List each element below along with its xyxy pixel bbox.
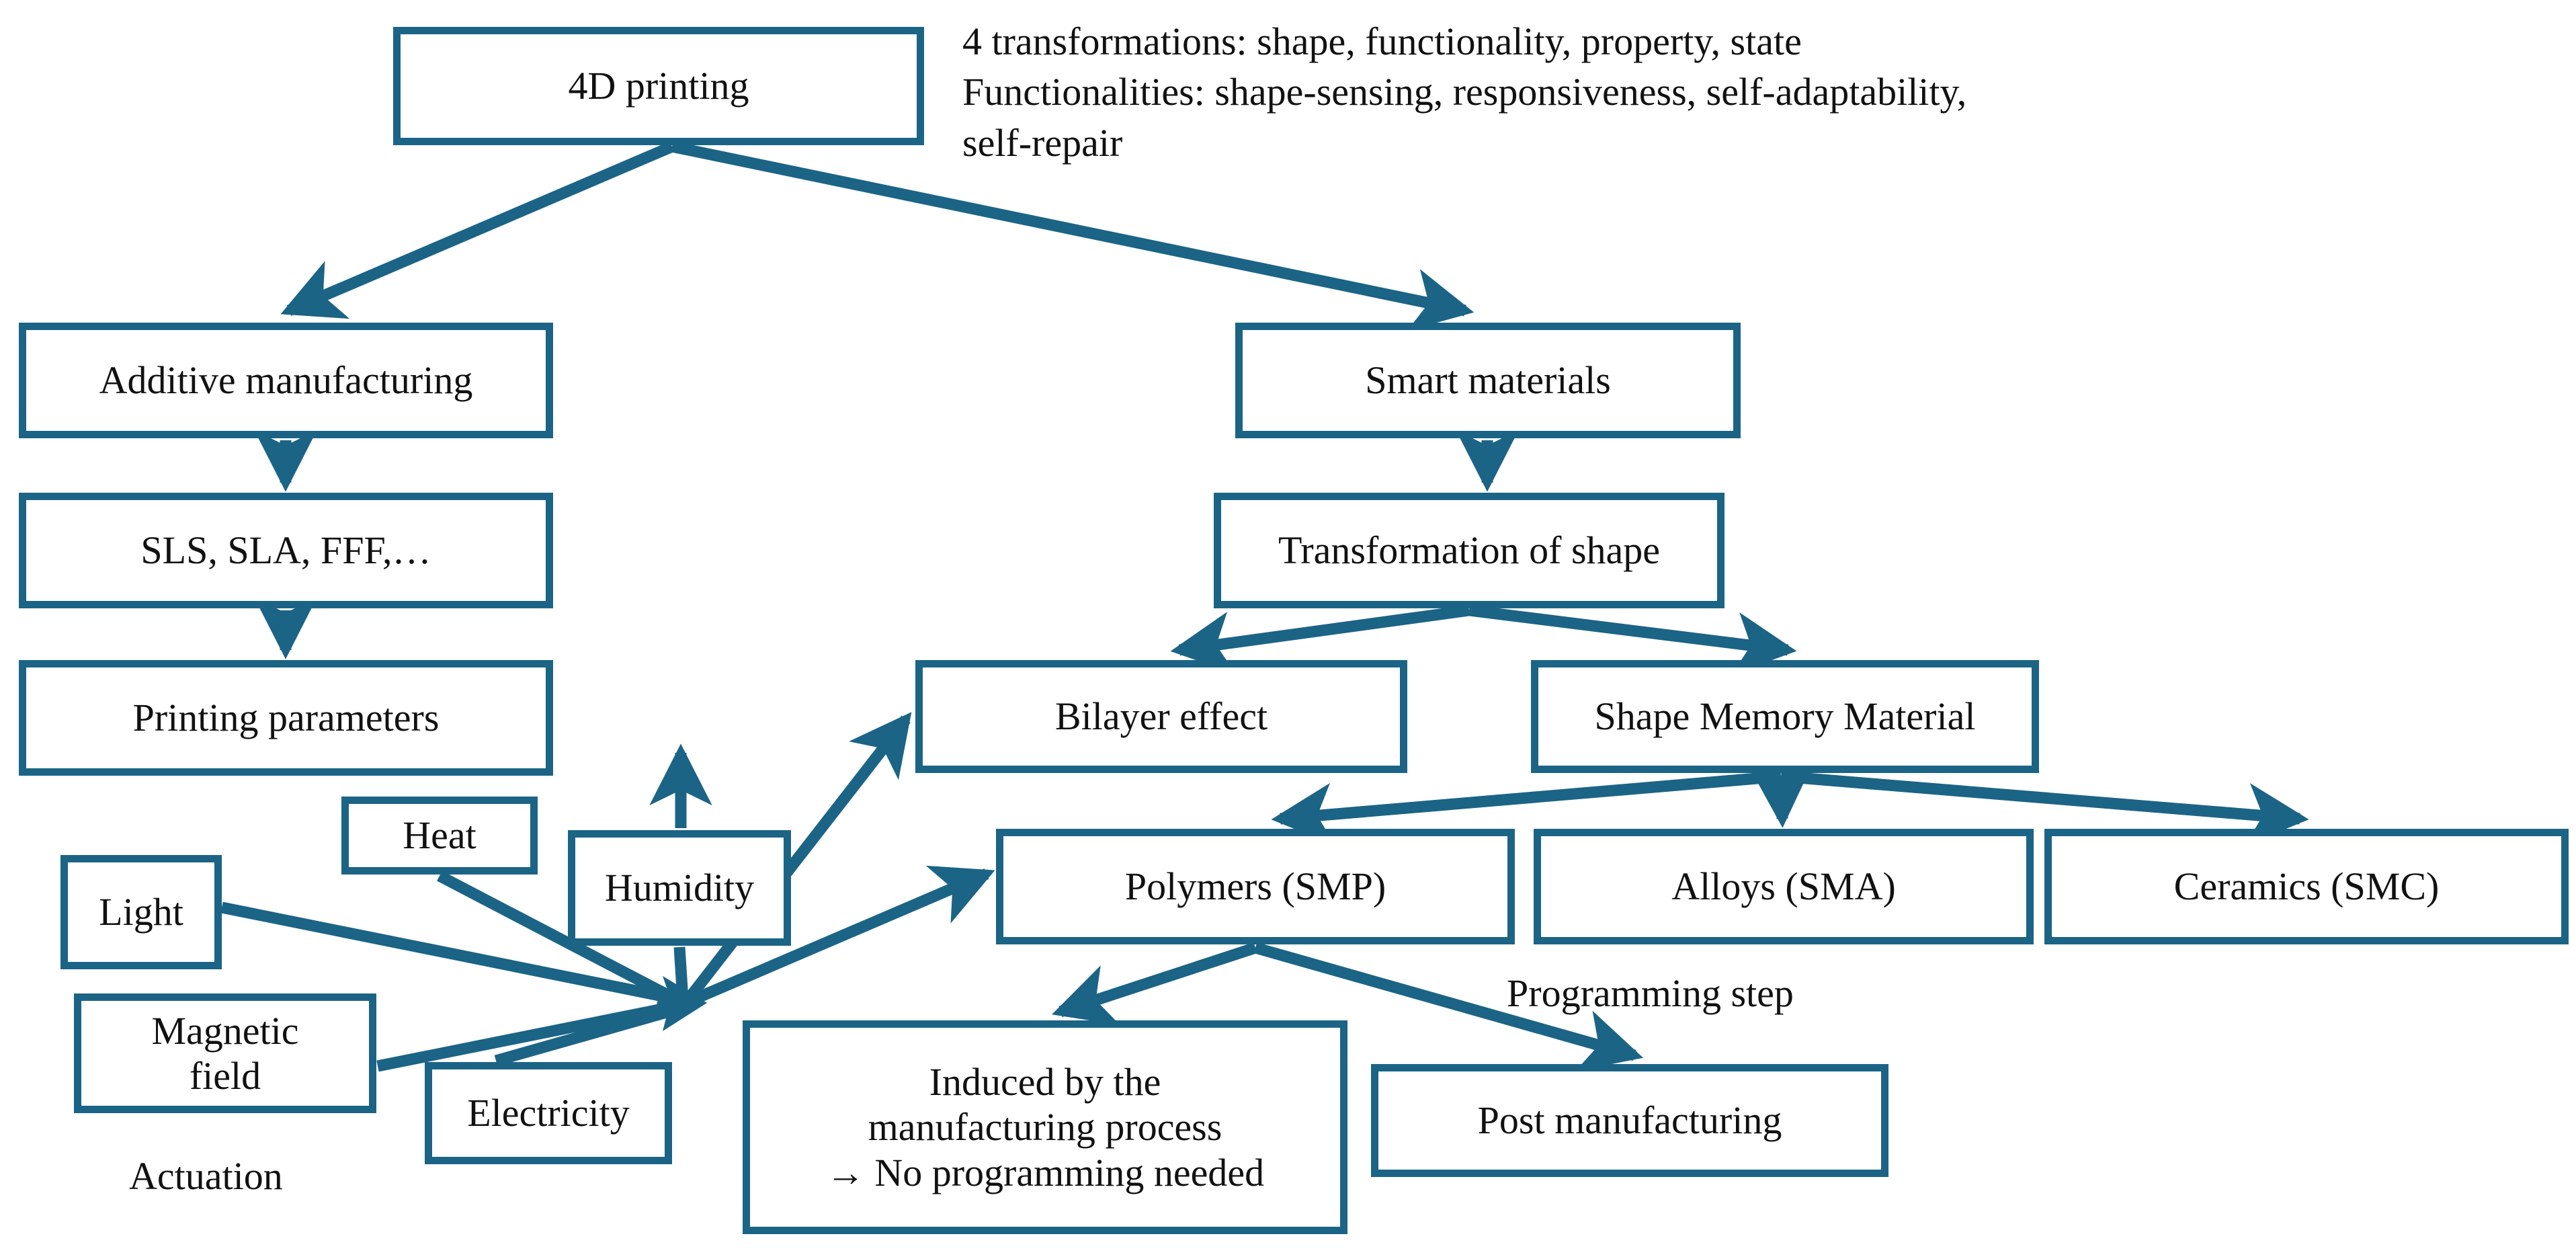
node-alloys-sma[interactable]: Alloys (SMA) [1534, 829, 2034, 944]
node-ceramics-smc[interactable]: Ceramics (SMC) [2044, 829, 2569, 944]
node-light[interactable]: Light [60, 855, 222, 969]
edge-4d-to-additive [280, 141, 675, 319]
node-bilayer-effect[interactable]: Bilayer effect [915, 660, 1407, 773]
annotation-actuation-label: Actuation [129, 1154, 283, 1198]
node-magnetic-field[interactable]: Magnetic field [74, 993, 376, 1113]
node-additive-manufacturing[interactable]: Additive manufacturing [19, 323, 553, 438]
node-heat[interactable]: Heat [341, 797, 538, 875]
node-induced-by-manufacturing[interactable]: Induced by the manufacturing process → N… [743, 1020, 1347, 1234]
annotation-transformations-note: 4 transformations: shape, functionality,… [962, 19, 1967, 165]
edge-smm-to-polymers [1271, 770, 1782, 846]
node-printing-parameters[interactable]: Printing parameters [19, 660, 553, 776]
edge-transformation-to-smm [1468, 604, 1797, 675]
edge-electricity-to-hub [494, 1001, 688, 1067]
node-post-manufacturing[interactable]: Post manufacturing [1371, 1064, 1888, 1177]
node-transformation-of-shape[interactable]: Transformation of shape [1214, 493, 1725, 608]
node-polymers-smp[interactable]: Polymers (SMP) [996, 829, 1515, 944]
node-humidity[interactable]: Humidity [568, 830, 791, 946]
edge-polymers-to-induced [1052, 942, 1257, 1026]
node-electricity[interactable]: Electricity [425, 1062, 672, 1164]
edge-smm-to-alloys [1749, 765, 1813, 828]
edge-smm-to-ceramics [1780, 770, 2309, 846]
annotation-programming-step-label: Programming step [1507, 971, 1794, 1015]
edge-humidity-to-hub [673, 946, 689, 1000]
node-sls-sla-fff[interactable]: SLS, SLA, FFF,… [19, 493, 553, 608]
node-shape-memory-material[interactable]: Shape Memory Material [1531, 660, 2039, 773]
edge-transformation-to-bilayer [1170, 604, 1470, 674]
node-4d-printing[interactable]: 4D printing [393, 27, 924, 145]
actuation-hub [655, 976, 707, 1031]
edge-magnetic-to-hub [376, 999, 684, 1072]
edge-4d-to-smart [671, 140, 1474, 331]
node-smart-materials[interactable]: Smart materials [1235, 323, 1741, 438]
